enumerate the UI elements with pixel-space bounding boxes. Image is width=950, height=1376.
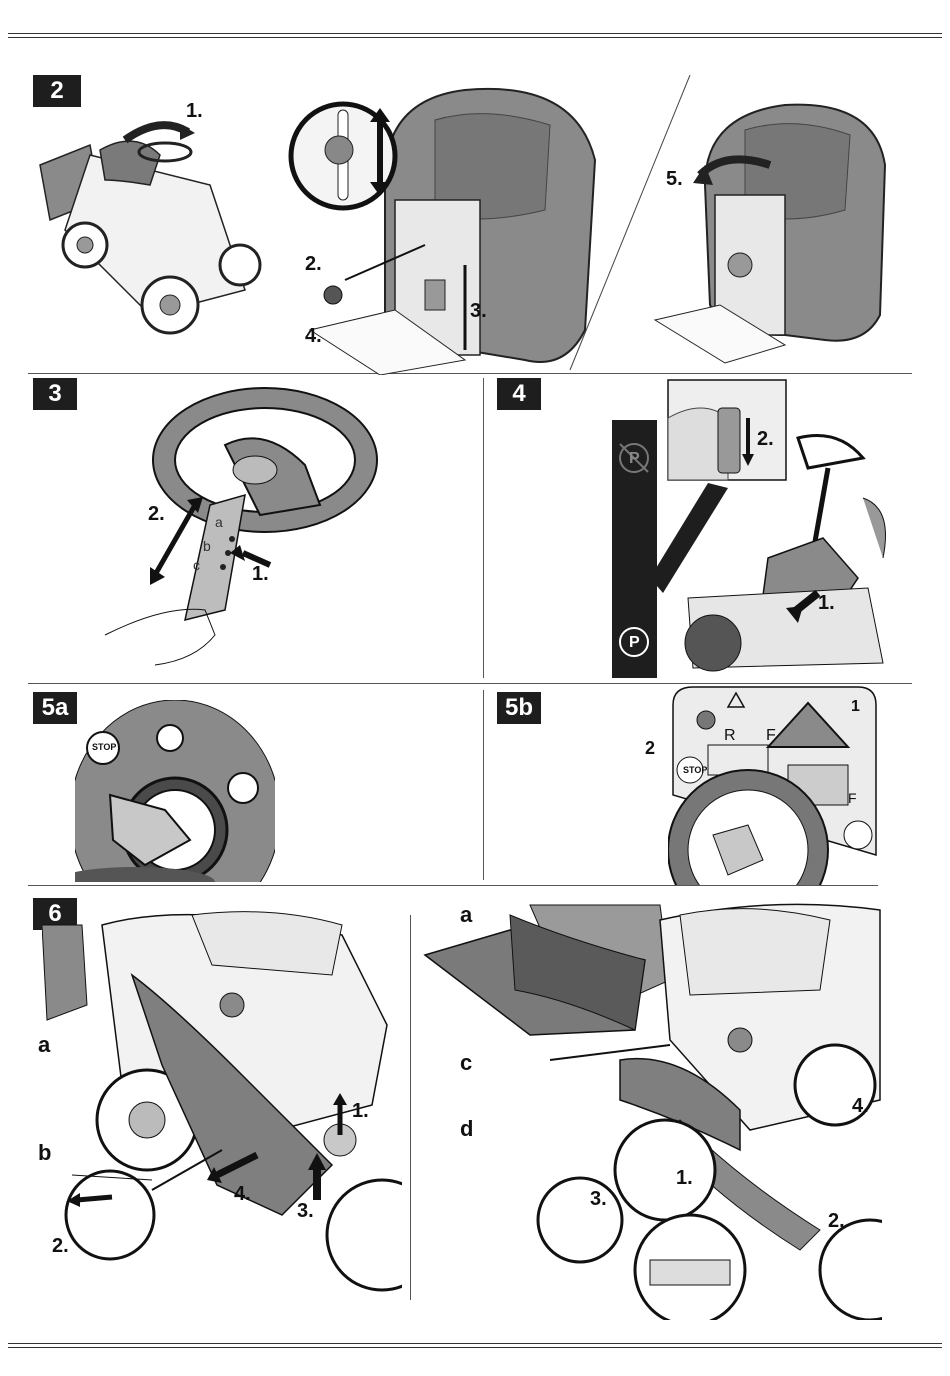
steering-wheel-illustration	[95, 385, 395, 670]
figure-label-4: 4	[497, 378, 541, 410]
f4-step-2: 2.	[757, 428, 774, 451]
separator-fig5-fig6	[28, 885, 878, 886]
f6-right-step-4: 4.	[852, 1095, 869, 1118]
f3-hole-b: b	[203, 538, 211, 554]
separator-fig5a-fig5b	[483, 690, 484, 880]
figure-label-2: 2	[33, 75, 81, 107]
f6-right-step-3: 3.	[590, 1188, 607, 1211]
f3-step-2: 2.	[148, 503, 165, 526]
f2-step-4: 4.	[305, 325, 322, 348]
figure-label-3: 3	[33, 378, 77, 410]
f6-left-step-1: 1.	[352, 1100, 369, 1123]
f3-hole-a: a	[215, 514, 223, 530]
f5b-callout-1: 1	[851, 698, 860, 716]
f4-step-1: 1.	[818, 592, 835, 615]
f6-left-step-4: 4.	[234, 1183, 251, 1206]
separator-fig3-fig4	[483, 378, 484, 678]
f6-part-b: b	[38, 1140, 51, 1166]
f4-symbol-p-on: P	[629, 634, 640, 652]
f6-left-step-3: 3.	[297, 1200, 314, 1223]
f5a-stop-symbol: STOP	[92, 742, 116, 752]
discharge-removal-illustration	[42, 905, 402, 1305]
f3-step-1: 1.	[252, 563, 269, 586]
f6-part-d: d	[460, 1116, 473, 1142]
seat-tilt-illustration	[645, 95, 895, 365]
f6-right-step-1: 1.	[676, 1167, 693, 1190]
f6-right-step-2: 2.	[828, 1210, 845, 1233]
bottom-rule	[8, 1343, 942, 1344]
separator-fig6-left-right	[410, 915, 411, 1300]
mower-illustration	[30, 110, 270, 340]
f3-hole-c: c	[193, 557, 200, 573]
separator-fig3-fig5	[28, 683, 912, 684]
bottom-rule-2	[8, 1347, 942, 1348]
f6-part-c: c	[460, 1050, 472, 1076]
f2-step-1: 1.	[186, 100, 203, 123]
f2-step-3: 3.	[470, 300, 487, 323]
f4-symbol-p-off: P	[629, 450, 640, 468]
f5b-callout-2: 2	[645, 738, 655, 759]
f2-step-2: 2.	[305, 253, 322, 276]
dashboard-panel-illustration	[668, 685, 880, 885]
f2-step-5: 5.	[666, 168, 683, 191]
parking-brake-illustration	[648, 378, 888, 678]
top-rule	[8, 33, 942, 34]
top-rule-2	[8, 37, 942, 38]
ignition-switch-illustration	[75, 700, 275, 882]
f5b-stop-symbol: STOP	[683, 765, 707, 775]
f5b-gear-f2: F	[848, 790, 857, 806]
f6-part-a-left: a	[38, 1032, 50, 1058]
f6-left-step-2: 2.	[52, 1235, 69, 1258]
f5b-gear-r: R	[724, 727, 736, 745]
f5b-gear-f: F	[766, 727, 776, 745]
figure-label-5a: 5a	[33, 692, 77, 724]
discharge-install-illustration	[420, 900, 882, 1320]
f6-part-a-right: a	[460, 902, 472, 928]
figure-label-5b: 5b	[497, 692, 541, 724]
